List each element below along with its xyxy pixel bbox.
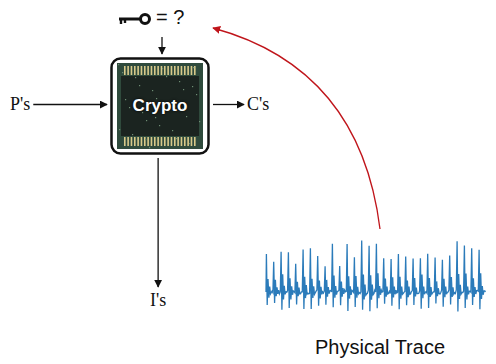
key-query: = ?	[156, 6, 184, 29]
chip-label: Crypto	[133, 96, 188, 116]
io-label: C's	[247, 94, 269, 115]
crypto-chip: Crypto	[110, 57, 210, 155]
data-label: C's	[247, 94, 269, 115]
leakage-arrow	[213, 28, 380, 229]
data-label: P's	[10, 94, 30, 115]
physical-trace: Physical Trace	[262, 232, 496, 360]
io-label: I's	[150, 290, 166, 311]
io-label: P's	[10, 94, 30, 115]
data-label: I's	[150, 290, 166, 311]
flow-arrow	[213, 104, 244, 105]
flow-arrow	[161, 37, 162, 54]
key-icon	[116, 4, 152, 34]
trace-caption: Physical Trace	[262, 336, 496, 359]
secret-key: = ?	[114, 4, 210, 34]
flow-arrow	[157, 158, 158, 287]
power-trace-waveform	[262, 232, 492, 330]
flow-arrow	[33, 104, 107, 105]
